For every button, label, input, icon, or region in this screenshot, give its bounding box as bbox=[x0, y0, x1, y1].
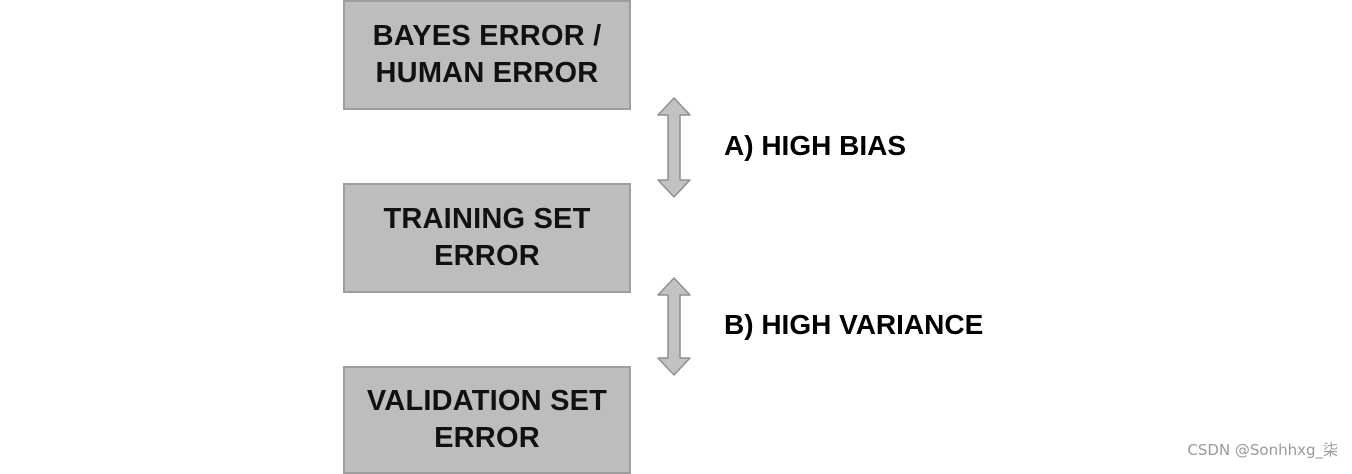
double-arrow-icon bbox=[657, 277, 691, 376]
training-set-error-box: TRAINING SET ERROR bbox=[343, 183, 631, 293]
training-error-line1: TRAINING SET bbox=[383, 203, 591, 235]
validation-error-line2: ERROR bbox=[434, 422, 540, 454]
high-bias-label: A) HIGH BIAS bbox=[724, 130, 906, 161]
bayes-error-box: BAYES ERROR / HUMAN ERROR bbox=[343, 0, 631, 110]
bayes-error-line1: BAYES ERROR / bbox=[372, 20, 602, 52]
validation-error-line1: VALIDATION SET bbox=[366, 385, 608, 417]
watermark: CSDN @Sonhhxg_柒 bbox=[1187, 441, 1338, 459]
double-arrow-icon bbox=[657, 97, 691, 198]
validation-set-error-box: VALIDATION SET ERROR bbox=[343, 366, 631, 474]
high-variance-label: B) HIGH VARIANCE bbox=[724, 309, 984, 340]
bayes-error-line2: HUMAN ERROR bbox=[375, 57, 599, 89]
training-error-line2: ERROR bbox=[434, 240, 540, 272]
